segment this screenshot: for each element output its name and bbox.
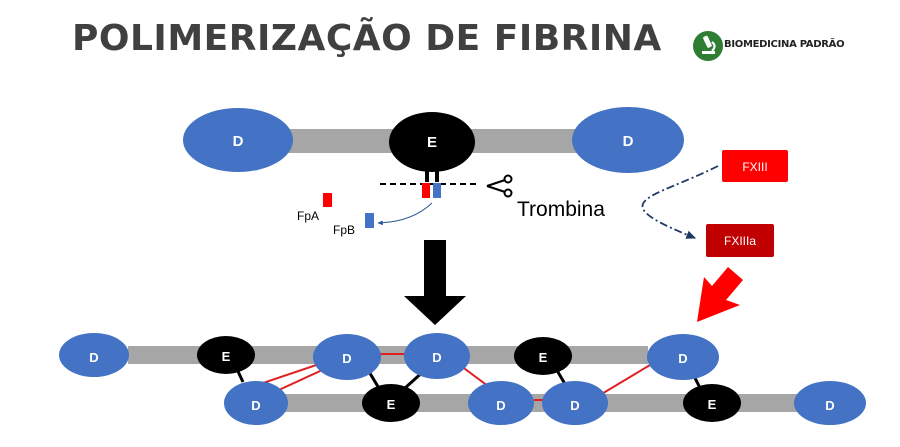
brand-name: BIOMEDICINA PADRÃO <box>724 39 845 50</box>
fxiii-box <box>722 150 788 182</box>
fxiiia-label: FXIIIa <box>724 234 756 248</box>
polymer-top-row: D E D D E D <box>59 333 719 380</box>
polymer-e-domain <box>514 337 572 375</box>
fibrin-polymer: D E D D E D D E D D E D <box>59 333 866 425</box>
d-domain-right <box>572 107 684 173</box>
e-domain-center <box>389 112 475 172</box>
polymer-top-label-1: E <box>222 349 231 364</box>
polymer-d-domain <box>647 334 719 380</box>
d-domain-right-label: D <box>623 133 634 150</box>
polymer-top-label-4: E <box>539 350 548 365</box>
polymer-d-domain <box>313 334 381 380</box>
fxiii-label: FXIII <box>742 160 767 174</box>
polymer-d-domain <box>468 381 534 425</box>
d-domain-left-label: D <box>233 133 244 150</box>
polymer-top-label-2: D <box>342 351 351 366</box>
polymer-e-domain <box>362 384 420 422</box>
d-domain-left <box>183 108 293 172</box>
brand-logo: BIOMEDICINA PADRÃO <box>692 30 845 62</box>
microscope-icon <box>693 31 723 61</box>
fpb-released <box>365 213 374 228</box>
polymer-bottom-label-4: E <box>708 397 717 412</box>
fibrinogen-molecule: D E D <box>183 107 684 182</box>
thrombin-label: Trombina <box>517 198 605 221</box>
polymer-d-domain <box>224 381 288 425</box>
fxiiia-box <box>706 224 774 257</box>
page-title: POLIMERIZAÇÃO DE FIBRINA <box>72 18 662 59</box>
polymer-top-label-3: D <box>432 350 441 365</box>
polymer-d-domain <box>59 333 129 377</box>
polymer-bottom-row: D E D D E D <box>224 381 866 425</box>
polymer-d-domain <box>794 381 866 425</box>
polymer-e-domain <box>197 336 255 374</box>
fpa-label: FpA <box>297 209 319 223</box>
polymer-bottom-label-1: E <box>387 397 396 412</box>
activation-arrow <box>641 165 719 239</box>
factor-xiii-activation: FXIII FXIIIa <box>641 150 788 322</box>
polymer-top-label-0: D <box>89 350 98 365</box>
fxiiia-action-arrow-shape <box>697 267 743 322</box>
fpa-released <box>323 193 332 207</box>
thrombin-cleavage: Trombina FpA FpB <box>297 174 605 237</box>
polymer-bottom-label-0: D <box>251 398 260 413</box>
polymer-bottom-label-3: D <box>570 398 579 413</box>
polymer-top-label-5: D <box>678 351 687 366</box>
fpb-release-arrow <box>377 202 433 226</box>
transition-arrow <box>404 240 466 325</box>
scissors-icon <box>486 174 513 198</box>
polymer-d-domain <box>542 381 608 425</box>
polymer-e-domain <box>683 384 741 422</box>
polymer-d-domain <box>404 333 470 379</box>
polymer-bottom-label-5: D <box>825 398 834 413</box>
e-domain-center-label: E <box>427 134 437 151</box>
fpb-attached <box>433 183 441 198</box>
polymer-bottom-label-2: D <box>496 398 505 413</box>
fpb-label: FpB <box>333 223 355 237</box>
fpa-attached <box>422 183 430 198</box>
